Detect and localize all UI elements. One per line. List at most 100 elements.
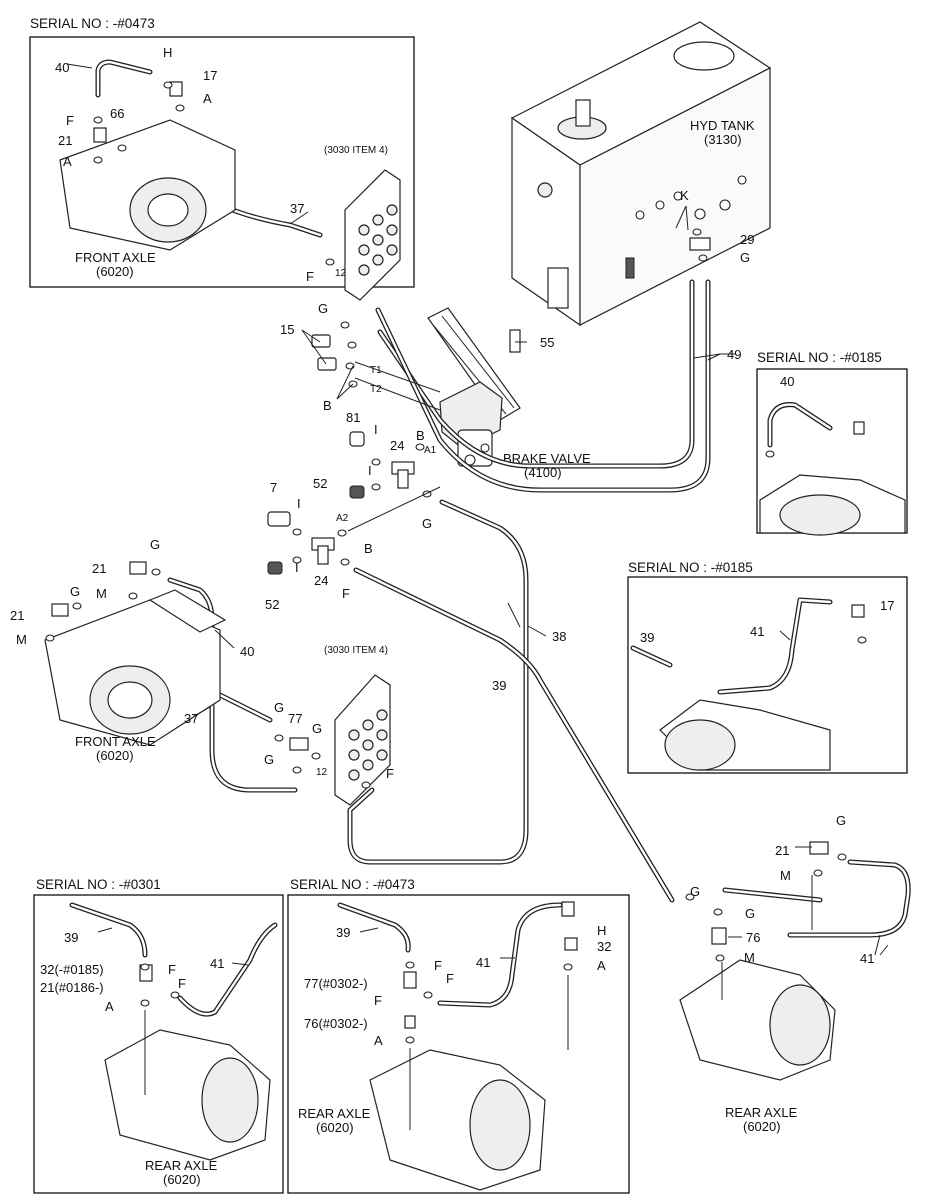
callout-40: 40 xyxy=(240,644,254,659)
fitting-29 xyxy=(689,237,711,251)
o-rings xyxy=(45,81,867,1044)
serial-label-right-upper: SERIAL NO : -#0185 xyxy=(757,350,882,365)
port-a1: A1 xyxy=(424,445,437,456)
callout-m-left: M xyxy=(16,632,27,647)
port-a2: A2 xyxy=(336,513,349,524)
fitting-52-upper xyxy=(349,485,365,499)
rear-axle-right-code: (6020) xyxy=(743,1119,781,1134)
callout-f-bl1: F xyxy=(168,962,176,977)
callout-41-rr: 41 xyxy=(860,951,874,966)
callout-24-lower: 24 xyxy=(314,573,328,588)
serial-label-bottom-mid: SERIAL NO : -#0473 xyxy=(290,877,415,892)
fitting-17-ru xyxy=(853,421,865,435)
detail-box-top-left: SERIAL NO : -#0473 xyxy=(29,16,415,288)
callout-39: 39 xyxy=(492,678,506,693)
detail-box-bottom-left: SERIAL NO : -#0301 xyxy=(33,877,284,1194)
manifold-main: (3030 ITEM 4) 12 xyxy=(316,645,391,806)
rear-axle-bl-label: REAR AXLE xyxy=(145,1158,218,1173)
rear-axle-detail-right-upper xyxy=(759,474,906,536)
callout-b-valve: B xyxy=(416,428,425,443)
callout-k: K xyxy=(680,188,689,203)
rear-axle-bm-code: (6020) xyxy=(316,1120,354,1135)
fittings xyxy=(45,81,867,1044)
front-axle-main-label: FRONT AXLE xyxy=(75,734,156,749)
serial-label-bottom-left: SERIAL NO : -#0301 xyxy=(36,877,161,892)
rear-axle-right: REAR AXLE (6020) xyxy=(679,959,836,1134)
fitting-76-bm xyxy=(404,1015,416,1029)
callout-i-7: I xyxy=(297,496,301,511)
fitting-76-rear xyxy=(711,927,727,945)
callout-52-upper: 52 xyxy=(313,476,327,491)
fitting-24-lower xyxy=(311,537,335,565)
rear-axle-bm-label: REAR AXLE xyxy=(298,1106,371,1121)
callout-i-81: I xyxy=(374,422,378,437)
callout-f-bm2: F xyxy=(446,971,454,986)
fitting-32-bm xyxy=(564,937,578,951)
callout-a-tl2: A xyxy=(63,154,72,169)
fitting-81 xyxy=(349,431,365,447)
callout-52-lower: 52 xyxy=(265,597,279,612)
callout-g-manifold: G xyxy=(312,721,322,736)
callout-a-bm2: A xyxy=(374,1033,383,1048)
detail-box-right-mid: SERIAL NO : -#0185 xyxy=(627,560,908,774)
callout-39-bm: 39 xyxy=(336,925,350,940)
fitting-h-bm xyxy=(561,901,575,917)
callout-77: 77 xyxy=(288,711,302,726)
manifold-detail-label: (3030 ITEM 4) xyxy=(324,145,388,156)
callout-h-bm: H xyxy=(597,923,606,938)
rear-axle-bl-code: (6020) xyxy=(163,1172,201,1187)
callout-f-tl2: F xyxy=(306,269,314,284)
callout-f-manifold: F xyxy=(386,766,394,781)
front-axle-main-code: (6020) xyxy=(96,748,134,763)
callout-g-tank: G xyxy=(740,250,750,265)
fitting-52-lower xyxy=(267,561,283,575)
callout-f-39: F xyxy=(342,586,350,601)
callout-21-rr: 21 xyxy=(775,843,789,858)
callout-77-bm: 77(#0302-) xyxy=(304,976,368,991)
fitting-7 xyxy=(267,511,291,527)
port-t2: T2 xyxy=(370,384,382,395)
front-axle-main: FRONT AXLE (6020) xyxy=(44,589,227,763)
front-axle-detail: FRONT AXLE (6020) xyxy=(59,119,236,279)
callout-32-bl: 32(-#0185) xyxy=(40,962,104,977)
callout-g-rr: G xyxy=(836,813,846,828)
fitting-24-upper xyxy=(391,461,415,489)
callout-g-39end: G xyxy=(690,884,700,899)
manifold-detail: (3030 ITEM 4) 12 xyxy=(324,145,401,301)
callout-37: 37 xyxy=(184,711,198,726)
fitting-17-rm xyxy=(851,604,865,618)
callout-i-52: I xyxy=(368,463,372,478)
callout-m-rr: M xyxy=(780,868,791,883)
callout-40-tl: 40 xyxy=(55,60,69,75)
manifold-main-port: 12 xyxy=(316,767,328,778)
callout-b-upper: B xyxy=(323,398,332,413)
callout-38: 38 xyxy=(552,629,566,644)
callout-76: 76 xyxy=(746,930,760,945)
callout-a-tl1: A xyxy=(203,91,212,106)
callout-h-tl: H xyxy=(163,45,172,60)
fitting-17-tl xyxy=(169,81,183,97)
callout-i-lower: I xyxy=(295,560,299,575)
callout-7: 7 xyxy=(270,480,277,495)
callout-g-77: G xyxy=(274,700,284,715)
fitting-77 xyxy=(289,737,309,751)
callout-17-rm: 17 xyxy=(880,598,894,613)
hydraulic-tank: HYD TANK (3130) xyxy=(510,21,772,327)
rear-axle-right-label: REAR AXLE xyxy=(725,1105,798,1120)
serial-label-top-left: SERIAL NO : -#0473 xyxy=(30,16,155,31)
rear-axle-bottom-left: REAR AXLE (6020) xyxy=(104,1029,271,1187)
hyd-tank-code: (3130) xyxy=(704,132,742,147)
callout-b-lower: B xyxy=(364,541,373,556)
fitting-21-left xyxy=(51,603,69,617)
callout-g-rr2: G xyxy=(745,906,755,921)
callout-g-38: G xyxy=(422,516,432,531)
port-t1: T1 xyxy=(370,365,382,376)
fitting-15 xyxy=(311,334,337,371)
fitting-77-bm xyxy=(403,971,417,989)
callout-29: 29 xyxy=(740,232,754,247)
brake-valve-label: BRAKE VALVE xyxy=(503,451,591,466)
callout-24-upper: 24 xyxy=(390,438,404,453)
callout-39-bl: 39 xyxy=(64,930,78,945)
rear-axle-bottom-mid: REAR AXLE (6020) xyxy=(298,1049,546,1191)
